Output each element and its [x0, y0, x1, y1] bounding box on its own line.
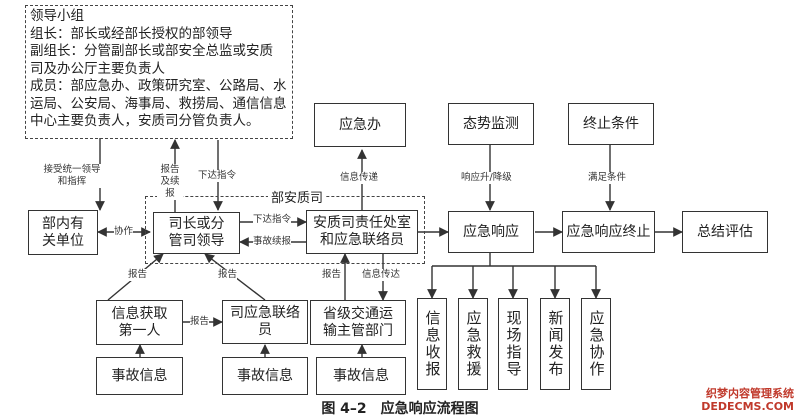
label-resp-updown: 响应升/降级 [461, 172, 512, 184]
provincial-dept-box: 省级交通运输主管部门 [310, 300, 406, 345]
label-incident-renew: 事故续报 [253, 236, 292, 248]
action-label-4: 新闻发布 [546, 310, 565, 378]
action-label-3: 现场指导 [504, 310, 523, 378]
incident-info-box-2: 事故信息 [222, 357, 308, 395]
dept-units-box: 部内有关单位 [28, 210, 98, 255]
label-report-renew: 报告及续报 [157, 164, 183, 200]
leader-group-deputy-1: 副组长：分管副部长或部安全总监或安质 [30, 43, 273, 59]
watermark-line1: 织梦内容管理系统 [706, 387, 794, 400]
action-box-2: 应急救援 [458, 298, 488, 390]
leader-group-text: 领导小组 组长：部长或经部长授权的部领导 副组长：分管副部长或部安全总监或安质 … [30, 8, 292, 131]
action-box-4: 新闻发布 [540, 298, 570, 390]
label-report-1: 报告 [128, 269, 148, 281]
label-issue-cmd-up: 下达指令 [198, 170, 237, 182]
termination-condition-box: 终止条件 [568, 103, 654, 145]
leader-group-members-2: 运局、公安局、海事局、救捞局、通信信息 [30, 95, 287, 112]
leader-group-leader: 组长：部长或经部长授权的部领导 [30, 25, 233, 42]
label-accept-lead: 接受统一领导和指挥 [42, 164, 102, 188]
response-end-box: 应急响应终止 [562, 211, 655, 253]
leader-group-box [25, 5, 293, 139]
ministry-group-title: 部安质司 [268, 187, 327, 206]
incident-info-box-1: 事故信息 [96, 357, 183, 395]
director-box: 司长或分管司领导 [153, 212, 240, 254]
leader-group-deputy-2: 司及办公厅主要负责人 [30, 60, 165, 77]
leader-group-title: 领导小组 [30, 8, 84, 24]
label-meet-cond: 满足条件 [588, 172, 627, 184]
bureau-liaison-box: 司应急联络员 [222, 300, 308, 344]
action-box-3: 现场指导 [498, 298, 528, 390]
figure-caption: 图 4–2 应急响应流程图 [321, 401, 479, 417]
emergency-office-box: 应急办 [314, 103, 406, 147]
action-box-1: 信息收报 [417, 298, 447, 390]
safety-office-box: 安质司责任处室和应急联络员 [306, 210, 418, 254]
leader-group-members-1: 成员：部应急办、政策研究室、公路局、水 [30, 78, 287, 94]
action-label-1: 信息收报 [423, 310, 442, 378]
summary-box: 总结评估 [682, 211, 768, 253]
situation-monitor-box: 态势监测 [448, 103, 534, 145]
label-report-4: 报告 [190, 316, 210, 328]
action-label-2: 应急救援 [464, 310, 483, 378]
label-issue-cmd-mid: 下达指令 [253, 214, 292, 226]
label-info-relay-bottom: 信息传达 [362, 269, 401, 281]
watermark-line2: DEDECMS.COM [701, 400, 794, 413]
action-box-5: 应急协作 [581, 298, 611, 390]
emergency-response-box: 应急响应 [448, 211, 534, 253]
action-label-5: 应急协作 [587, 310, 606, 378]
leader-group-members-3: 中心主要负责人，安质司分管负责人。 [30, 113, 260, 129]
incident-info-box-3: 事故信息 [316, 357, 406, 395]
info-first-box: 信息获取第一人 [96, 300, 183, 345]
label-cooperate: 协作 [114, 226, 134, 238]
label-report-2: 报告 [218, 269, 238, 281]
label-info-relay-top: 信息传递 [340, 172, 379, 184]
label-report-3: 报告 [322, 269, 342, 281]
